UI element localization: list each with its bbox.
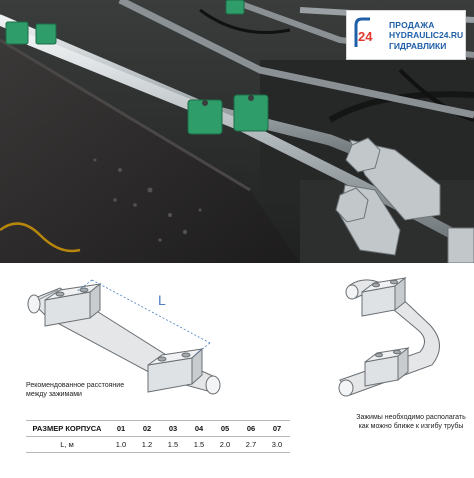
length-cell: 1.5 bbox=[160, 436, 186, 453]
length-dimension bbox=[75, 279, 211, 355]
bend-caption: Зажимы необходимо располагать как можно … bbox=[356, 414, 466, 430]
brand-title: ПРОДАЖА bbox=[389, 20, 435, 30]
size-cell: 04 bbox=[186, 420, 212, 437]
bent-pipe-diagram bbox=[338, 276, 440, 397]
table-row: L, м 1.0 1.2 1.5 1.5 2.0 2.7 3.0 bbox=[26, 436, 290, 453]
svg-text:24: 24 bbox=[358, 29, 373, 44]
brand-logo: 24 ПРОДАЖА HYDRAULIC24.RU ГИДРАВЛИКИ bbox=[346, 10, 466, 60]
length-cell: 1.0 bbox=[108, 436, 134, 453]
size-cell: 01 bbox=[108, 420, 134, 437]
length-cell: 1.2 bbox=[134, 436, 160, 453]
brand-domain: HYDRAULIC24.RU bbox=[389, 30, 464, 40]
length-cell: 2.0 bbox=[212, 436, 238, 453]
length-cell: 3.0 bbox=[264, 436, 290, 453]
product-photo: 24 ПРОДАЖА HYDRAULIC24.RU ГИДРАВЛИКИ bbox=[0, 0, 474, 263]
size-cell: 07 bbox=[264, 420, 290, 437]
spacing-table: РАЗМЕР КОРПУСА 01 02 03 04 05 06 07 L, м… bbox=[26, 420, 290, 453]
size-cell: 06 bbox=[238, 420, 264, 437]
clamp-diagrams bbox=[27, 276, 440, 397]
straight-pipe-diagram bbox=[27, 282, 221, 395]
size-cell: 03 bbox=[160, 420, 186, 437]
table-header-label: РАЗМЕР КОРПУСА bbox=[26, 420, 108, 437]
size-cell: 02 bbox=[134, 420, 160, 437]
h24-logo-icon: 24 bbox=[354, 17, 373, 47]
brand-subtitle: ГИДРАВЛИКИ bbox=[389, 41, 447, 51]
length-label: L bbox=[158, 292, 166, 308]
length-cell: 2.7 bbox=[238, 436, 264, 453]
table-header-row: РАЗМЕР КОРПУСА 01 02 03 04 05 06 07 bbox=[26, 420, 290, 437]
spacing-caption: Рекомендованное расстояние между зажимам… bbox=[26, 382, 125, 398]
table-row-label: L, м bbox=[26, 436, 108, 453]
size-cell: 05 bbox=[212, 420, 238, 437]
length-cell: 1.5 bbox=[186, 436, 212, 453]
